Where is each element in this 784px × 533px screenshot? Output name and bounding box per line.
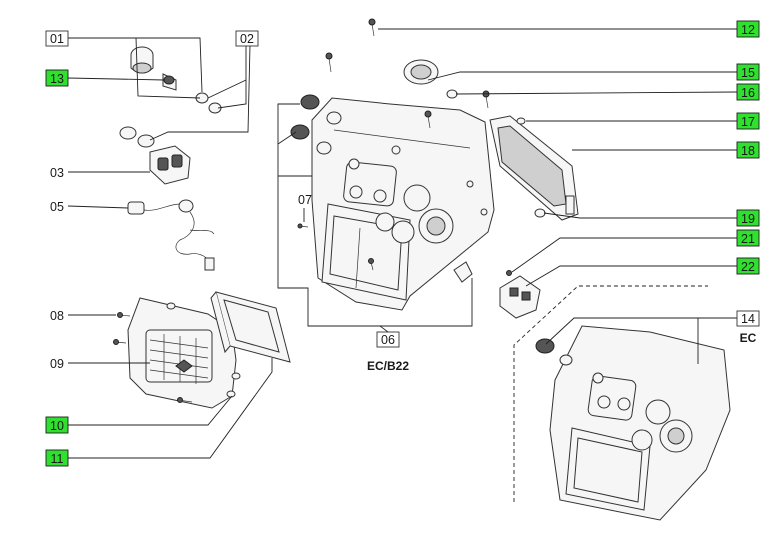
callout-19: 19 <box>736 209 760 227</box>
knob-parts <box>290 94 342 155</box>
callout-22-label: 22 <box>741 260 755 274</box>
callout-02-label: 02 <box>240 32 254 46</box>
variant-caption-ec: EC <box>740 331 757 345</box>
callout-03: 03 <box>50 166 64 180</box>
callout-09: 09 <box>50 357 64 371</box>
callout-12-label: 12 <box>741 23 755 37</box>
callout-05-label: 05 <box>50 200 64 214</box>
callout-11-label: 11 <box>51 452 64 466</box>
callout-21: 21 <box>736 229 760 247</box>
callout-10-label: 10 <box>50 419 64 433</box>
callout-15: 15 <box>736 63 760 81</box>
callout-07: 07 <box>298 193 312 207</box>
callout-11: 11 <box>45 449 69 467</box>
callout-17: 17 <box>736 112 760 130</box>
switch-block-part <box>499 270 541 319</box>
callout-08: 08 <box>50 309 64 323</box>
clip-bracket-part <box>453 261 473 283</box>
callout-14-label: 14 <box>741 312 755 326</box>
callout-18-label: 18 <box>741 144 755 158</box>
callout-01: 01 <box>45 30 69 47</box>
screw-parts-08 <box>113 312 193 403</box>
variant-separator-line <box>513 285 708 502</box>
callout-13: 13 <box>45 69 69 87</box>
callout-18: 18 <box>736 141 760 159</box>
callout-22: 22 <box>736 257 760 275</box>
callout-17-label: 17 <box>741 115 755 129</box>
callout-09-label: 09 <box>50 357 64 371</box>
cable-harness-part <box>127 199 215 271</box>
callout-03-label: 03 <box>50 166 64 180</box>
socket-part <box>149 145 191 185</box>
callout-16: 16 <box>736 83 760 101</box>
callout-19-label: 19 <box>741 212 755 226</box>
callout-06-label: 06 <box>381 333 395 347</box>
callout-21-label: 21 <box>741 232 755 246</box>
o-ring-parts <box>119 92 222 148</box>
selector-knob-part <box>403 59 458 99</box>
callout-08-label: 08 <box>50 309 64 323</box>
ec-variant-panel-part <box>535 325 731 521</box>
callout-06: 06 <box>376 331 400 348</box>
screw-parts <box>297 18 490 271</box>
callout-07-label: 07 <box>298 193 312 207</box>
callout-16-label: 16 <box>741 86 755 100</box>
callout-10: 10 <box>45 416 69 434</box>
callout-13-label: 13 <box>50 72 64 86</box>
variant-caption-ec-b22: EC/B22 <box>367 359 409 373</box>
callout-15-label: 15 <box>741 66 755 80</box>
callout-14: 14 <box>736 310 760 327</box>
callout-12: 12 <box>736 20 760 38</box>
window-frame-part <box>210 291 291 363</box>
control-panel-housing-part <box>311 97 495 311</box>
callout-02: 02 <box>235 30 259 47</box>
callout-01-label: 01 <box>50 32 64 46</box>
leader-lines <box>67 28 738 459</box>
display-board-part <box>489 115 579 221</box>
callout-05: 05 <box>50 200 64 214</box>
